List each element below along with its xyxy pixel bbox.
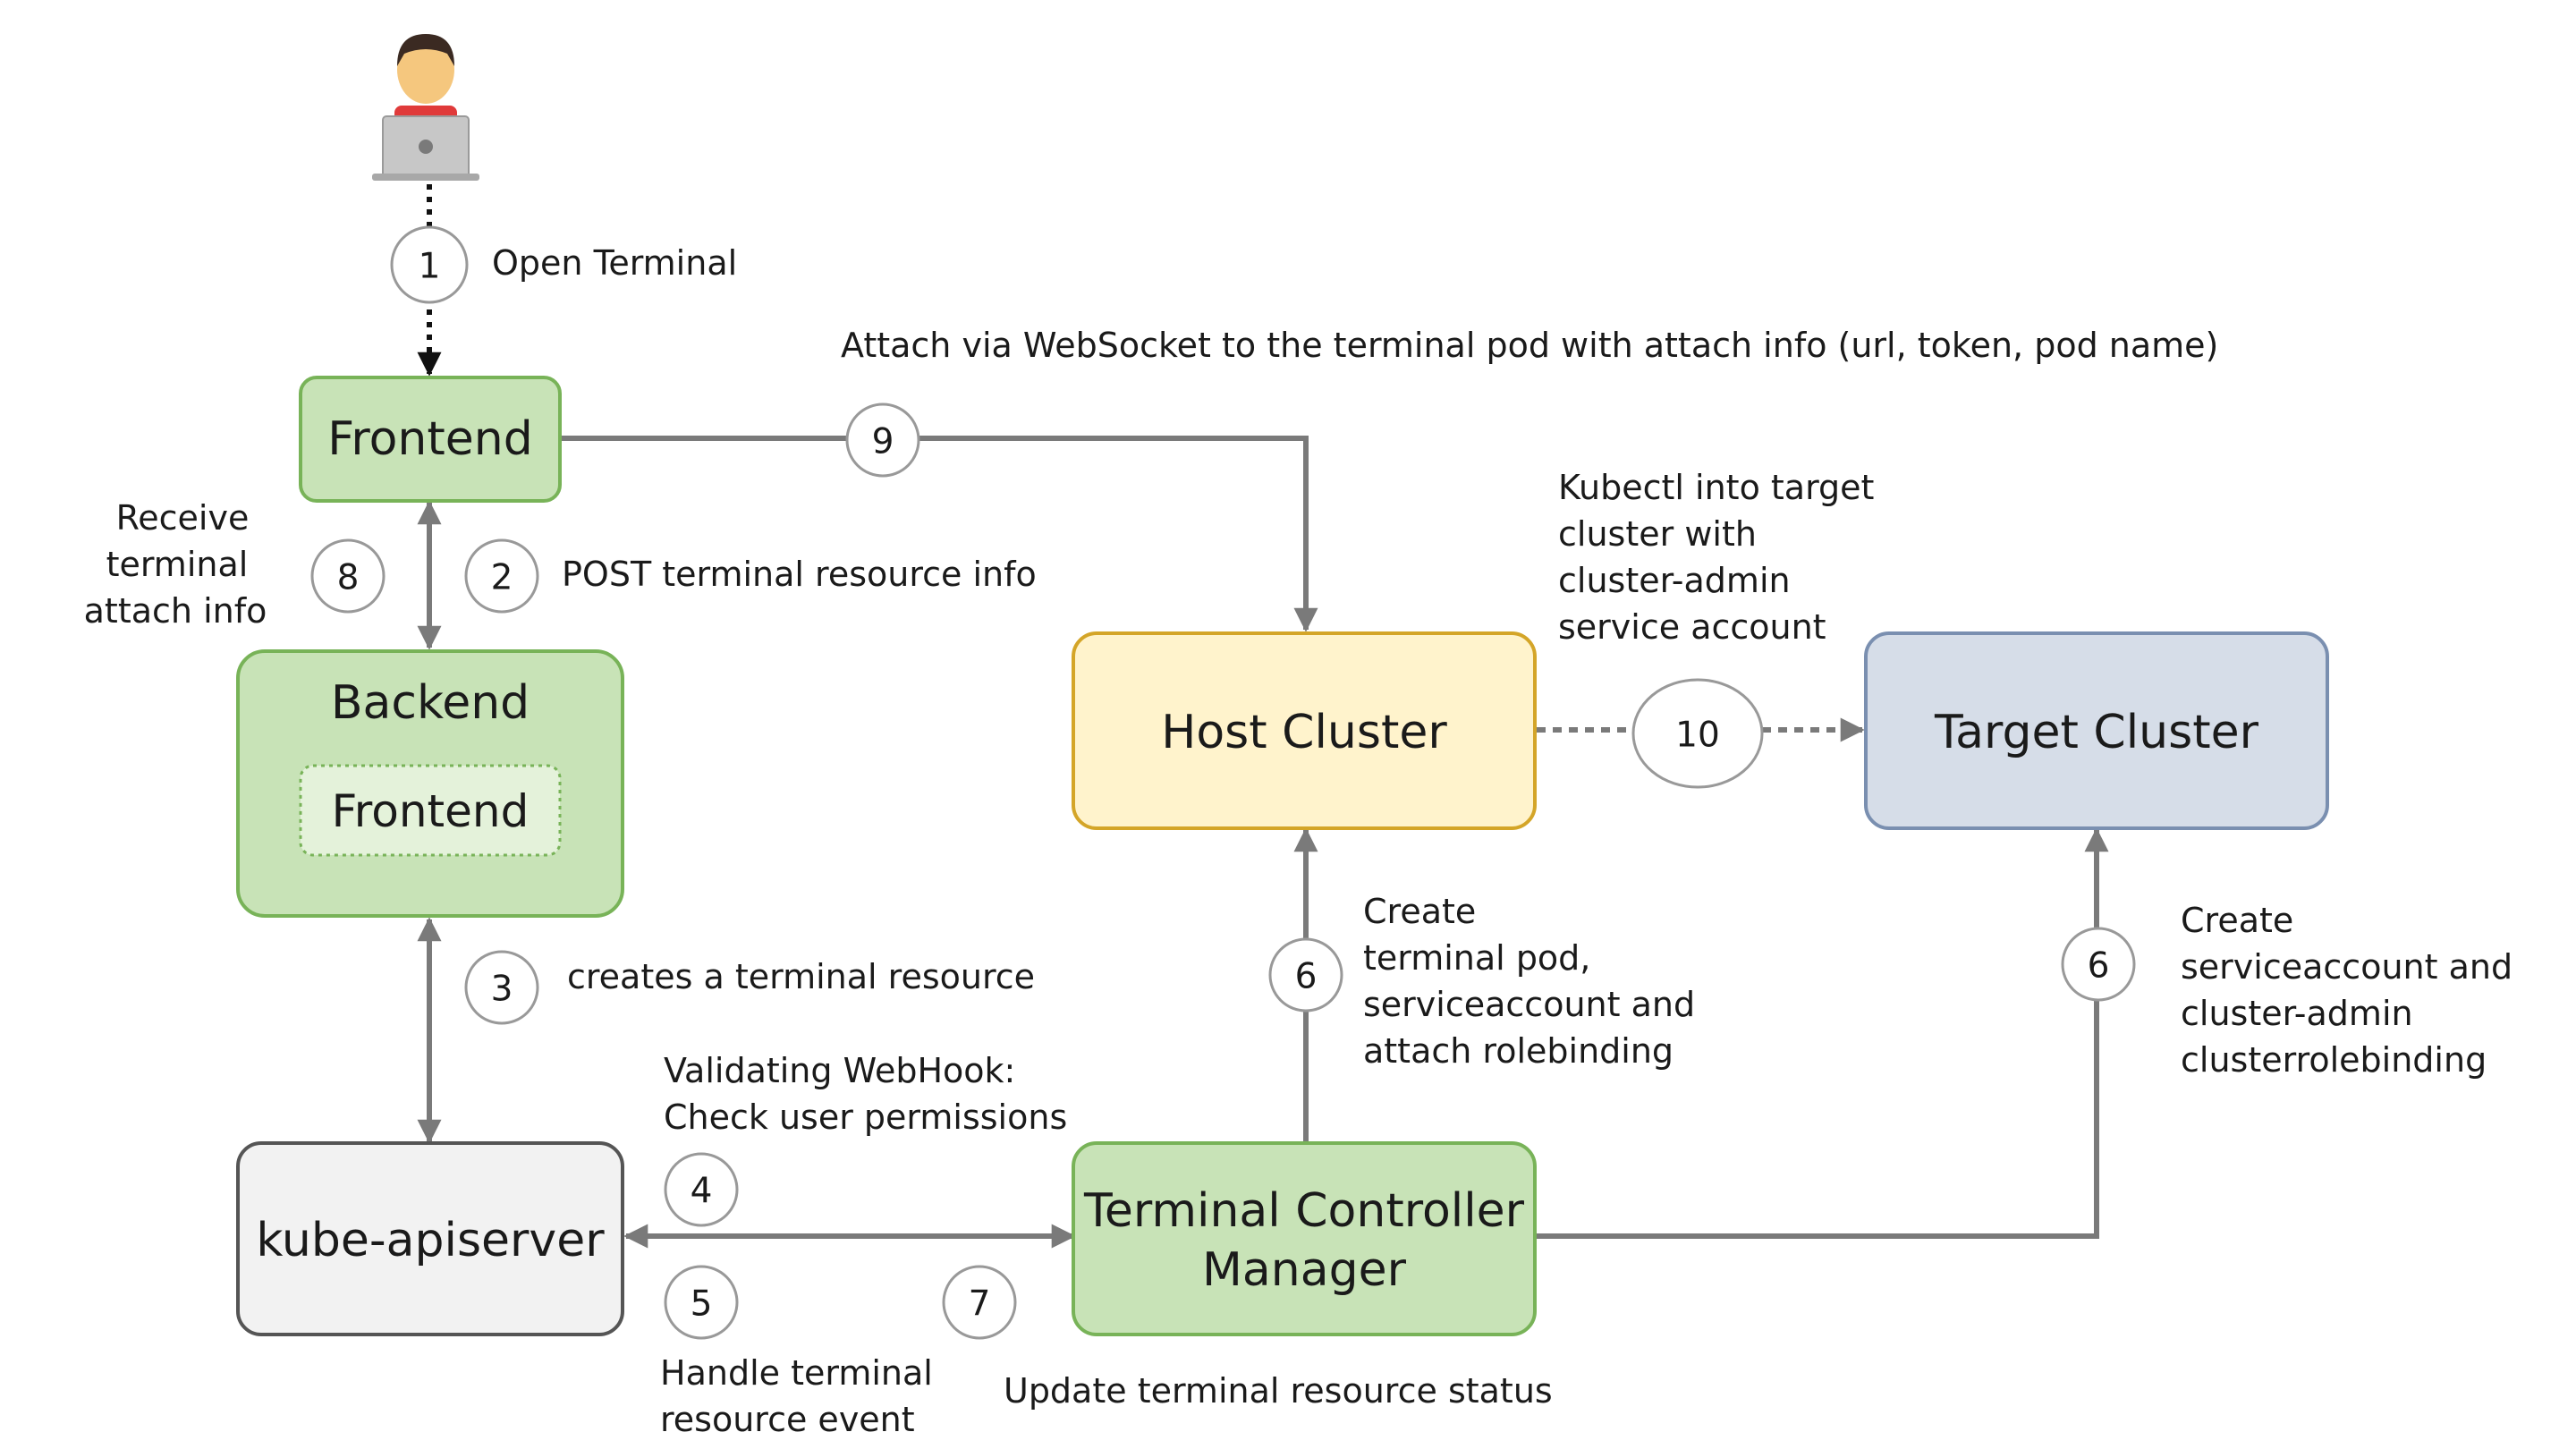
annotation-post: POST terminal resource info <box>562 555 1037 594</box>
annotation-websocket: Attach via WebSocket to the terminal pod… <box>841 326 2218 365</box>
step-badges: 1 2 8 9 3 4 5 7 6 6 10 <box>310 225 2136 1340</box>
step-badge-3: 3 <box>464 950 539 1025</box>
annotation-kubectl: Kubectl into target cluster with cluster… <box>1558 468 1885 647</box>
node-terminal-controller-manager: Terminal Controller Manager <box>1072 1141 1537 1336</box>
step-badge-5-label: 5 <box>691 1284 713 1325</box>
step-badge-10: 10 <box>1631 678 1764 789</box>
node-target-cluster: Target Cluster <box>1864 631 2329 830</box>
step-badge-3-label: 3 <box>491 970 513 1010</box>
annotation-receive: Receive terminal attach info <box>84 498 267 631</box>
annotation-handle: Handle terminal resource event <box>660 1353 944 1439</box>
node-backend: Backend Frontend <box>236 649 624 918</box>
annotation-webhook: Validating WebHook: Check user permissio… <box>664 1051 1067 1137</box>
annotation-create-target: Create serviceaccount and cluster-admin … <box>2181 901 2523 1080</box>
node-host-cluster-label: Host Cluster <box>1161 706 1447 759</box>
annotations: Open Terminal Attach via WebSocket to th… <box>84 243 2523 1439</box>
annotation-create-host: Create terminal pod, serviceaccount and … <box>1363 892 1706 1071</box>
step-badge-7-label: 7 <box>969 1284 991 1325</box>
node-frontend: Frontend <box>299 376 562 503</box>
step-badge-1: 1 <box>390 225 469 304</box>
node-backend-inner-label: Frontend <box>332 785 530 837</box>
step-badge-7: 7 <box>942 1265 1017 1340</box>
annotation-creates: creates a terminal resource <box>567 957 1035 996</box>
node-host-cluster: Host Cluster <box>1072 631 1537 830</box>
step-badge-6-host: 6 <box>1268 937 1343 1013</box>
annotation-update: Update terminal resource status <box>1004 1371 1553 1411</box>
step-badge-6-host-label: 6 <box>1295 957 1318 997</box>
step-badge-9: 9 <box>845 402 920 478</box>
node-tcm-label-line2: Manager <box>1202 1243 1407 1297</box>
step-badge-4: 4 <box>664 1152 739 1227</box>
step-badge-9-label: 9 <box>872 422 894 462</box>
node-target-cluster-label: Target Cluster <box>1934 706 2259 759</box>
step-badge-8: 8 <box>310 538 386 614</box>
node-backend-inner <box>299 764 562 857</box>
annotation-open-terminal: Open Terminal <box>492 243 737 283</box>
node-kube-apiserver: kube-apiserver <box>236 1141 624 1336</box>
step-badge-4-label: 4 <box>691 1172 713 1212</box>
step-badge-2: 2 <box>464 538 539 614</box>
step-badge-6-target: 6 <box>2061 927 2136 1002</box>
user-icon <box>372 34 479 181</box>
node-tcm-label-line1: Terminal Controller <box>1083 1184 1525 1238</box>
step-badge-1-label: 1 <box>419 247 441 287</box>
node-frontend-label: Frontend <box>327 412 532 466</box>
step-badge-8-label: 8 <box>337 558 360 598</box>
step-badge-6-target-label: 6 <box>2088 946 2110 987</box>
node-backend-label: Backend <box>331 676 530 730</box>
step-badge-10-label: 10 <box>1675 716 1720 756</box>
step-badge-5: 5 <box>664 1265 739 1340</box>
node-kube-apiserver-label: kube-apiserver <box>256 1214 605 1267</box>
edge-frontend-host <box>562 436 1318 632</box>
step-badge-2-label: 2 <box>491 558 513 598</box>
